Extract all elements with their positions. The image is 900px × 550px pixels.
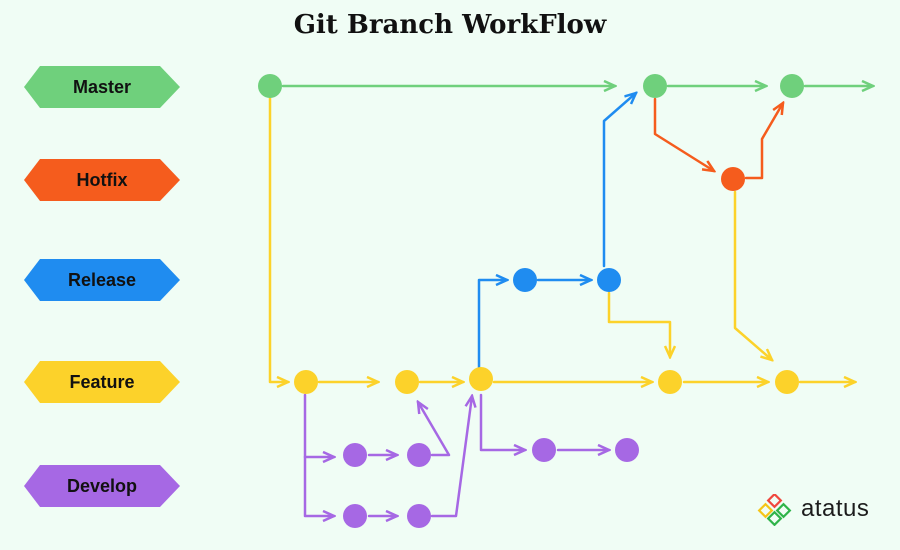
feature-to-release-arrow [477,280,507,371]
release-commits [513,268,621,292]
release-to-feature-arrow [607,291,670,357]
feature-commit-node [395,370,419,394]
master-commit-node [780,74,804,98]
hotfix-to-master-arrow [744,103,783,180]
lane-badge-hotfix: Hotfix [24,159,180,201]
develop-to-feature-arrow-2 [430,396,472,518]
atatus-logo: atatus [755,494,885,528]
lane-badge-master: Master [24,66,180,108]
develop-commit-node [615,438,639,462]
feature-to-develop-arrow-2 [303,455,334,516]
develop-commit-node [343,443,367,467]
feature-to-develop-arrow-3 [479,393,525,450]
lane-label-develop: Develop [67,476,137,496]
release-to-master-arrow [602,93,636,268]
hotfix-to-feature-arrow [733,190,772,360]
atatus-logo-text: atatus [801,495,870,522]
lane-label-hotfix: Hotfix [77,170,128,190]
lane-badge-develop: Develop [24,465,180,507]
feature-commit-node [775,370,799,394]
develop-commit-node [407,443,431,467]
feature-commit-node [658,370,682,394]
feature-commit-node [469,367,493,391]
develop-commit-node [532,438,556,462]
feature-commits [294,367,799,394]
lane-label-release: Release [68,270,136,290]
hotfix-commit-node [721,167,745,191]
develop-commits [343,438,639,528]
lane-label-master: Master [73,77,131,97]
diagram-title: Git Branch WorkFlow [293,10,607,40]
master-to-hotfix-arrow [653,97,714,171]
atatus-logo-icon [757,494,792,526]
master-commits [258,74,804,98]
lane-label-feature: Feature [69,372,134,392]
master-commit-node [643,74,667,98]
hotfix-commits [721,167,745,191]
develop-to-feature-arrow-1 [418,402,451,457]
master-commit-node [258,74,282,98]
feature-to-develop-arrow-1 [303,393,334,457]
lane-badge-feature: Feature [24,361,180,403]
develop-commit-node [407,504,431,528]
lane-badge-release: Release [24,259,180,301]
release-commit-node [513,268,537,292]
release-commit-node [597,268,621,292]
master-to-feature-arrow [268,96,288,382]
feature-commit-node [294,370,318,394]
develop-commit-node [343,504,367,528]
